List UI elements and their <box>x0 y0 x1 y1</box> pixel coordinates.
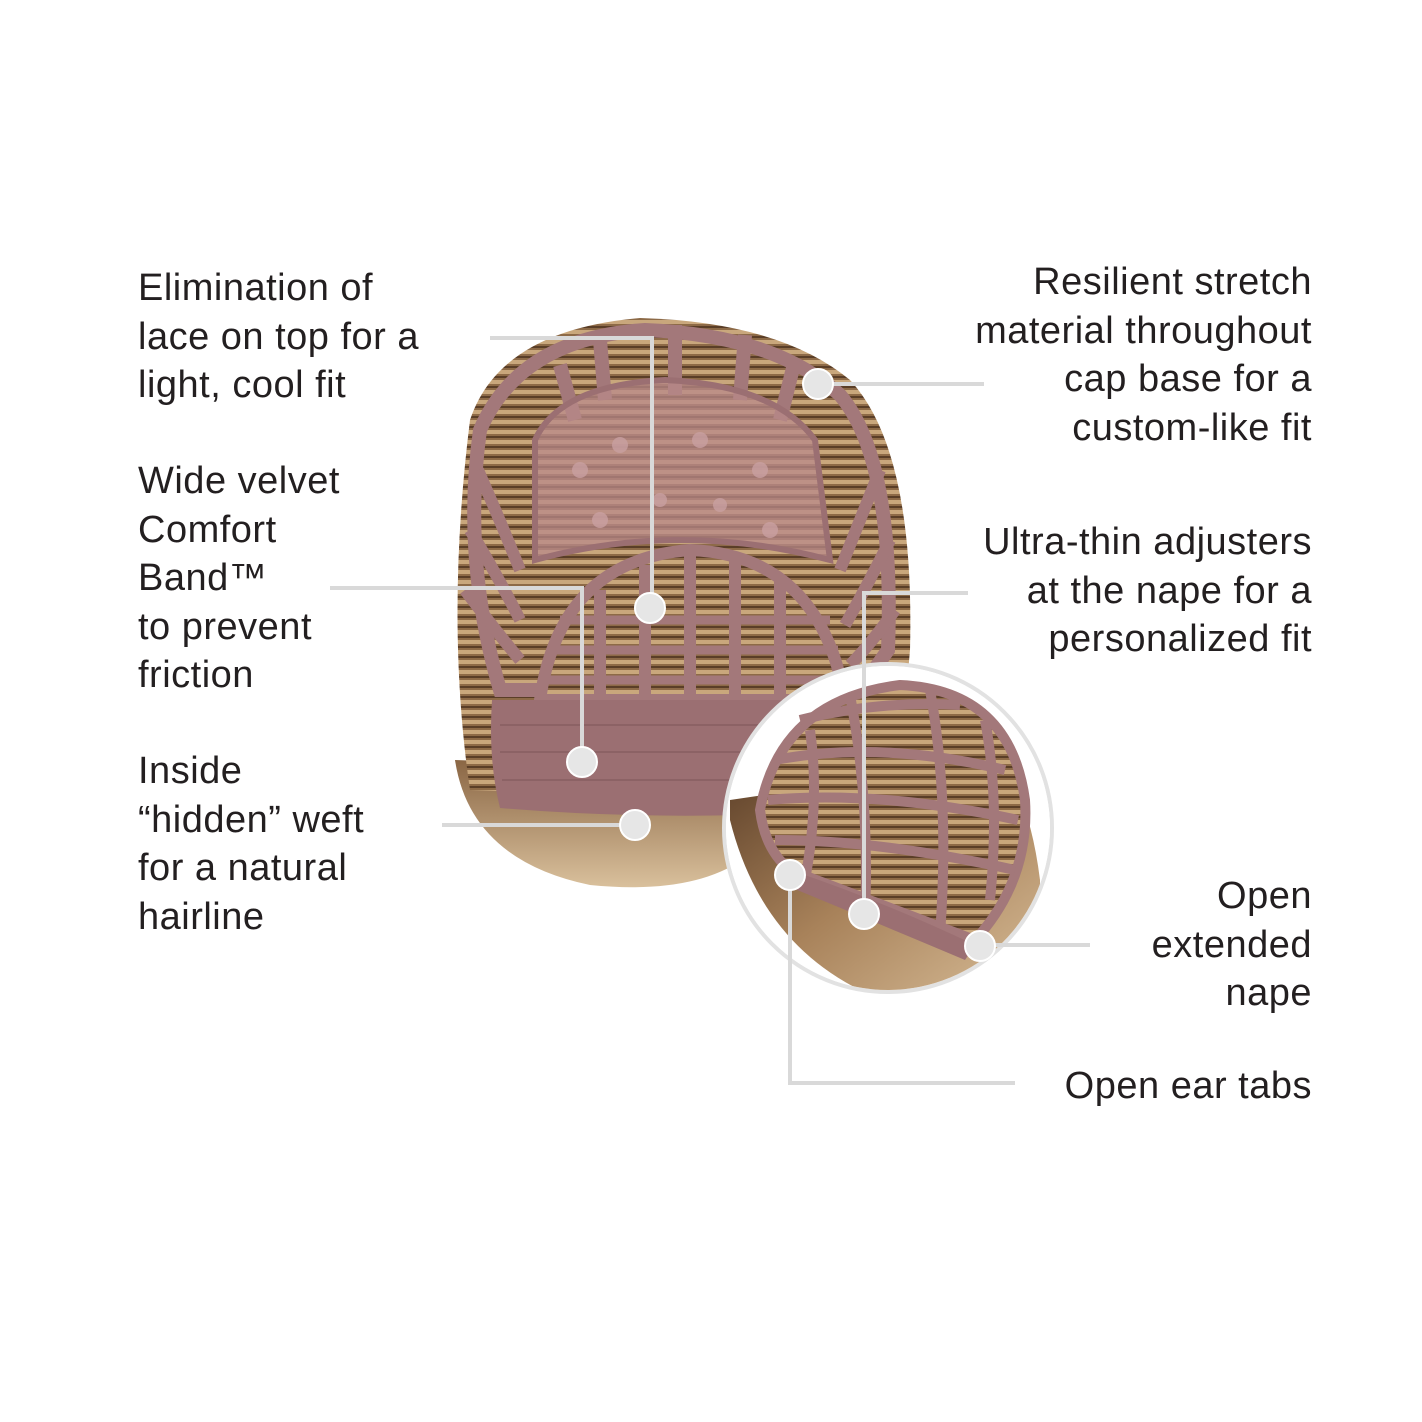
callout-ear-tabs: Open ear tabs <box>1064 1065 1312 1107</box>
main-cap-lace-dots <box>572 432 778 538</box>
callout-extended-nape: Open extended nape <box>1151 875 1312 1014</box>
leader-lace-top <box>490 336 654 608</box>
main-cap-illustration <box>455 318 911 888</box>
callout-lace-top: Elimination of lace on top for a light, … <box>138 267 420 406</box>
callout-stretch-material: Resilient stretch material throughout ca… <box>975 261 1312 449</box>
dot-adjusters <box>848 898 880 930</box>
inset-cap-bands <box>767 689 1020 936</box>
main-cap-side-bands <box>460 467 900 670</box>
main-cap-grid-horizontals <box>545 615 842 685</box>
callout-comfort-band: Wide velvet Comfort Band™ to prevent fri… <box>138 460 340 696</box>
leader-comfort-band <box>330 586 584 760</box>
callout-dots <box>566 368 996 962</box>
dot-ear-tabs <box>774 859 806 891</box>
callout-hidden-weft: Inside “hidden” weft for a natural hairl… <box>138 750 365 938</box>
inset-cap-illustration <box>722 662 1054 994</box>
leader-adjusters <box>862 591 968 912</box>
callout-adjusters: Ultra-thin adjusters at the nape for a p… <box>983 521 1312 660</box>
dot-comfort-band <box>566 746 598 778</box>
inset-nape-band <box>785 870 975 960</box>
leader-ear-tabs <box>788 875 1015 1085</box>
dot-hidden-weft <box>619 809 651 841</box>
dot-stretch-material <box>802 368 834 400</box>
leader-lines <box>330 336 1090 1085</box>
main-cap-lace-panel <box>532 376 834 565</box>
dot-lace-top <box>634 592 666 624</box>
dot-extended-nape <box>964 930 996 962</box>
